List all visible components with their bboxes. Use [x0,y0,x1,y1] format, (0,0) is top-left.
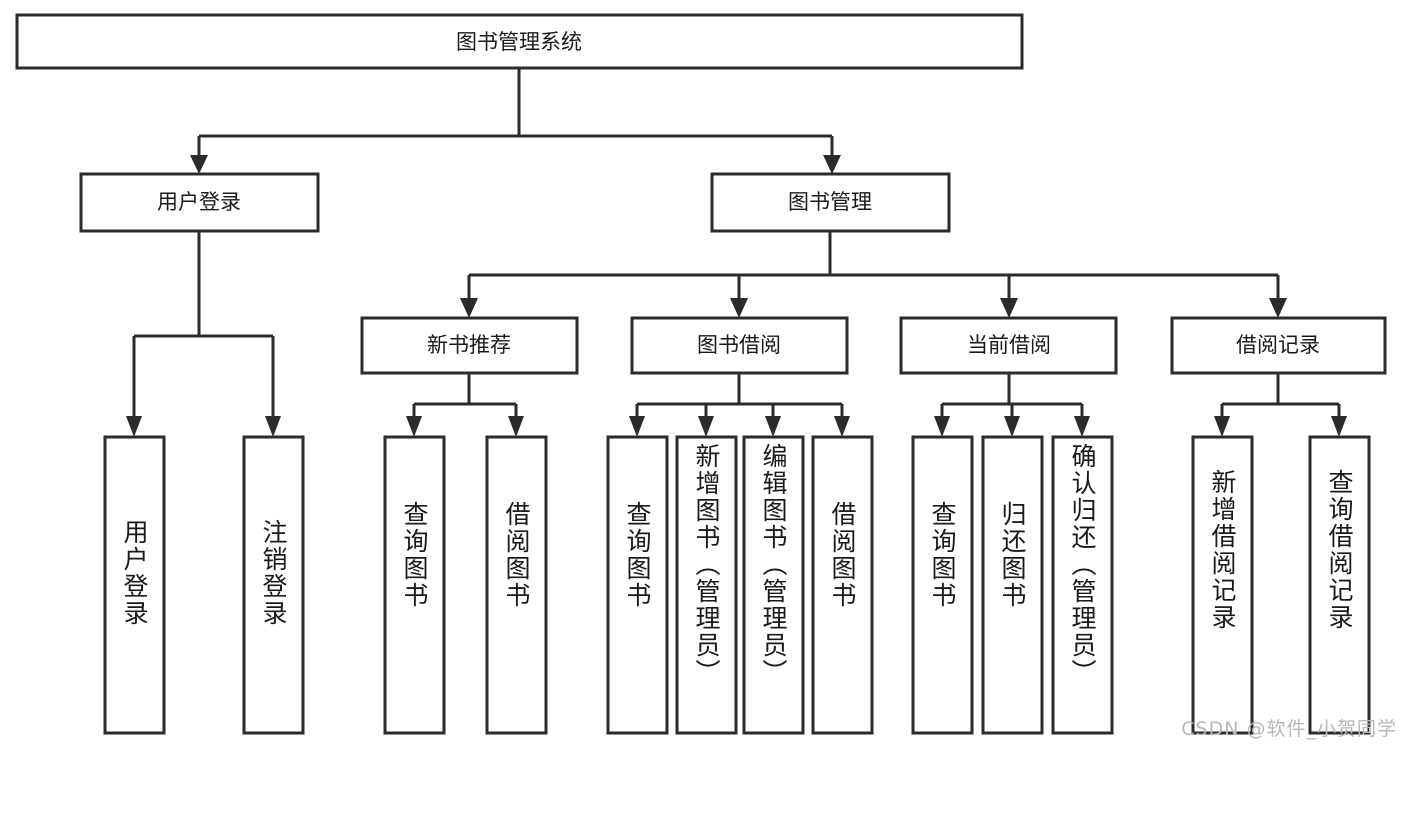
leaf-query-record-box[interactable] [1308,435,1371,735]
leaf-user-login-box[interactable] [103,435,166,735]
node-new-book-recommend[interactable]: 新书推荐 [360,316,579,375]
leaf-edit-book-box[interactable] [742,435,805,735]
arrowhead-book-management [823,155,841,174]
arrowhead-leaf-query-book-1 [406,416,422,437]
leaf-add-book-box[interactable] [675,435,738,735]
leaf-borrow-book-1-box[interactable] [485,435,548,735]
arrowhead-current-borrow [1000,298,1018,318]
arrowhead-leaf-user-login [126,416,142,437]
leaf-confirm-return-box[interactable] [1051,435,1114,735]
node-book-borrow-label: 图书借阅 [697,333,781,357]
arrowhead-leaf-confirm-return [1074,416,1090,437]
csdn-watermark: CSDN @软件_小贺同学 [1181,718,1397,740]
arrowhead-leaf-query-record [1331,416,1347,437]
arrowhead-user-login [190,155,208,174]
arrowhead-leaf-add-book [698,416,714,437]
node-borrow-record-box [1170,316,1387,375]
arrowhead-leaf-add-record [1214,416,1230,437]
node-book-management-label: 图书管理 [788,190,872,214]
leaf-borrow-book-2-box[interactable] [811,435,874,735]
arrowhead-leaf-query-book-3 [934,416,950,437]
arrowhead-leaf-borrow-book-1 [508,416,524,437]
arrowhead-book-borrow [730,298,748,318]
arrowhead-leaf-borrow-book-2 [834,416,850,437]
arrowhead-borrow-record [1269,298,1287,318]
node-borrow-record[interactable]: 借阅记录 [1170,316,1387,375]
node-book-management[interactable]: 图书管理 [710,172,951,233]
node-borrow-record-label: 借阅记录 [1236,333,1320,357]
node-new-book-recommend-box [360,316,579,375]
node-root[interactable]: 图书管理系统 [15,13,1024,70]
leaf-query-book-1-box[interactable] [383,435,446,735]
arrowhead-leaf-user-logout [265,416,281,437]
leaf-add-record-box[interactable] [1191,435,1254,735]
leaf-query-book-2-box[interactable] [606,435,669,735]
node-root-box [15,13,1024,70]
node-book-borrow-box [630,316,849,375]
leaf-return-book-box[interactable] [981,435,1044,735]
node-book-management-box [710,172,951,233]
flowchart-canvas: 图书管理系统 用户登录 图书管理 [15,13,1397,740]
leaf-query-book-3-box[interactable] [911,435,974,735]
node-user-login-label: 用户登录 [157,190,241,214]
node-root-label: 图书管理系统 [456,30,582,54]
node-book-borrow[interactable]: 图书借阅 [630,316,849,375]
node-new-book-recommend-label: 新书推荐 [427,333,511,357]
arrowhead-leaf-return-book [1004,416,1020,437]
node-current-borrow-label: 当前借阅 [967,333,1051,357]
node-user-login[interactable]: 用户登录 [79,172,320,233]
node-current-borrow[interactable]: 当前借阅 [899,316,1118,375]
leaf-user-logout-box[interactable] [242,435,305,735]
arrowhead-leaf-edit-book [765,416,781,437]
arrowhead-leaf-query-book-2 [629,416,645,437]
arrowhead-new-book-recommend [460,298,478,318]
flowchart-svg: 图书管理系统 用户登录 图书管理 [15,13,1387,735]
node-current-borrow-box [899,316,1118,375]
